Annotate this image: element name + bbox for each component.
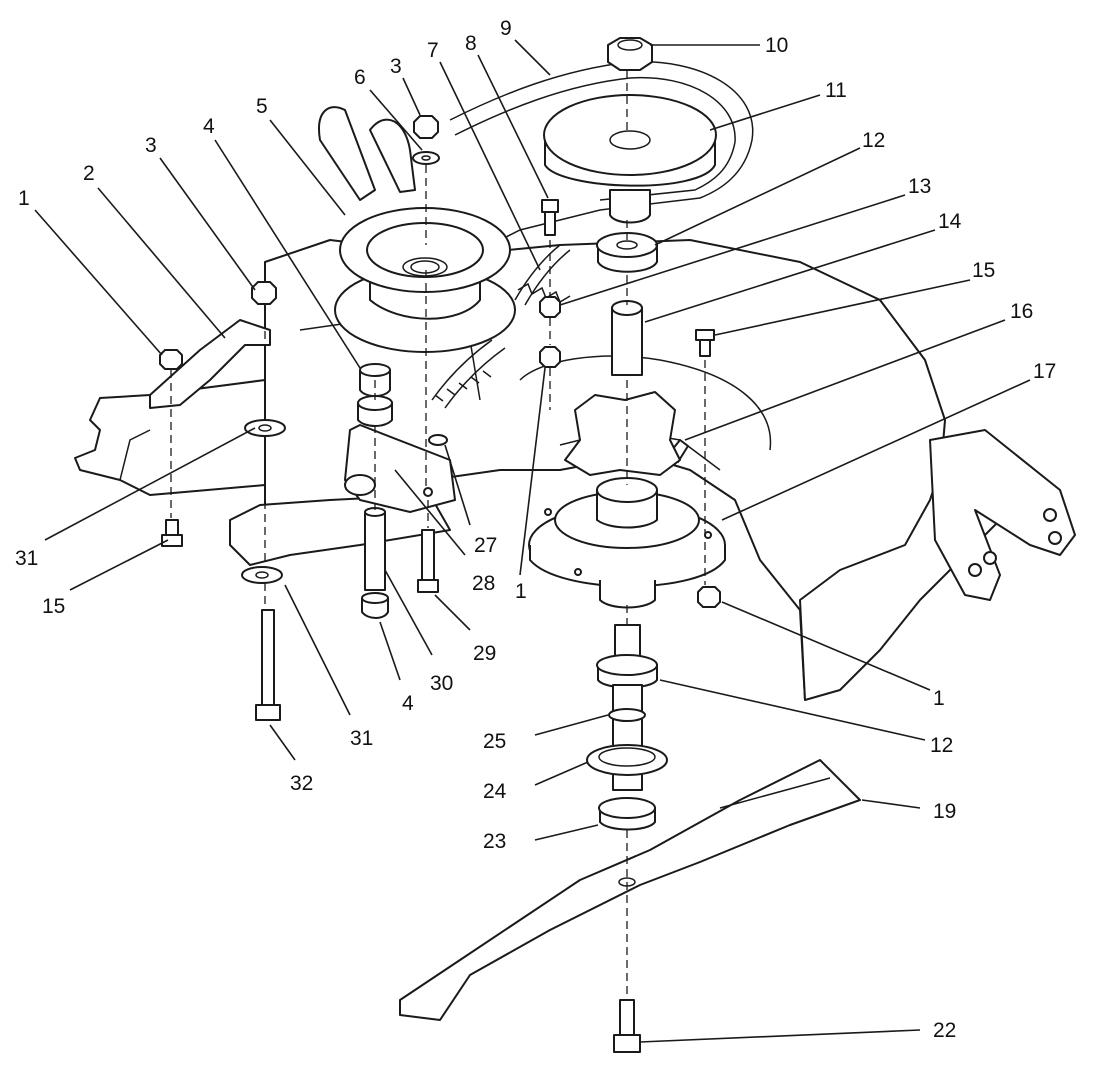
bolt-27 — [428, 434, 448, 446]
spindle-housing — [528, 477, 726, 609]
blade-adapter-23 — [598, 797, 656, 831]
nut-1-right — [697, 586, 721, 608]
bolt-8 — [541, 199, 559, 236]
nut-3-top — [413, 115, 439, 139]
callout-15-left: 15 — [42, 595, 65, 618]
callout-31-lower: 31 — [350, 727, 373, 750]
nut-3-left — [251, 281, 277, 305]
nut-10 — [607, 37, 653, 71]
spacer-12-upper — [596, 232, 658, 273]
callout-29: 29 — [473, 642, 496, 665]
bolt-15-right — [695, 329, 715, 357]
spindle-deck-opening — [564, 391, 681, 476]
callout-27: 27 — [474, 534, 497, 557]
callout-4: 4 — [203, 115, 215, 138]
pivot-sleeve — [357, 395, 393, 427]
callout-15: 15 — [972, 259, 995, 282]
deck-mounting-bracket — [929, 429, 1076, 601]
callout-3-top: 3 — [390, 55, 402, 78]
callout-14: 14 — [938, 210, 962, 233]
idler-spring-lower — [431, 339, 506, 409]
drive-pulley — [543, 94, 717, 224]
callout-1-center: 1 — [515, 580, 527, 603]
washer-6 — [412, 151, 440, 165]
nut-1-center — [539, 346, 561, 368]
callout-1-right: 1 — [933, 687, 945, 710]
callout-12-lower: 12 — [930, 734, 953, 757]
drive-belt — [318, 60, 754, 256]
callout-32: 32 — [290, 772, 313, 795]
callout-24: 24 — [483, 780, 507, 803]
bearing-seal-24 — [586, 744, 668, 776]
bolt-32 — [255, 609, 281, 721]
callout-12: 12 — [862, 129, 885, 152]
callout-11: 11 — [825, 79, 847, 102]
spindle-upper-shaft — [611, 300, 643, 376]
callout-3: 3 — [145, 134, 157, 157]
assembly-axes — [170, 70, 706, 1000]
callout-6: 6 — [354, 66, 366, 89]
callout-5: 5 — [256, 95, 268, 118]
callout-16: 16 — [1010, 300, 1033, 323]
callout-25: 25 — [483, 730, 506, 753]
callout-4-lower: 4 — [402, 692, 414, 715]
callout-19: 19 — [933, 800, 956, 823]
blade-bolt-22 — [613, 999, 641, 1053]
bearing-25 — [608, 708, 646, 722]
mounting-bracket-2 — [149, 319, 271, 409]
callout-30: 30 — [430, 672, 453, 695]
idler-pulley — [334, 207, 516, 353]
callout-10: 10 — [765, 34, 788, 57]
nut-1-left — [159, 349, 183, 370]
bushing-lower — [361, 592, 389, 619]
deck-front-skirt — [229, 494, 451, 566]
callout-22: 22 — [933, 1019, 956, 1042]
callout-17: 17 — [1033, 360, 1056, 383]
bolt-29 — [417, 529, 439, 593]
callout-8: 8 — [465, 32, 477, 55]
washer-31-lower — [241, 566, 283, 584]
callout-23: 23 — [483, 830, 506, 853]
bolt-15-left — [161, 519, 183, 547]
nut-13 — [539, 296, 561, 318]
callout-7: 7 — [427, 39, 439, 62]
deck-left-skirt — [74, 379, 266, 496]
callout-13: 13 — [908, 175, 931, 198]
callout-28: 28 — [472, 572, 495, 595]
pivot-tube — [364, 507, 386, 591]
callout-labels: 1 2 3 4 5 6 3 7 8 9 10 11 12 13 14 15 16… — [15, 17, 1056, 1042]
callout-2: 2 — [83, 162, 95, 185]
callout-9: 9 — [500, 17, 512, 40]
leader-lines — [34, 39, 1031, 1043]
callout-31: 31 — [15, 547, 38, 570]
washer-31-upper — [244, 419, 286, 437]
callout-1: 1 — [18, 187, 30, 210]
